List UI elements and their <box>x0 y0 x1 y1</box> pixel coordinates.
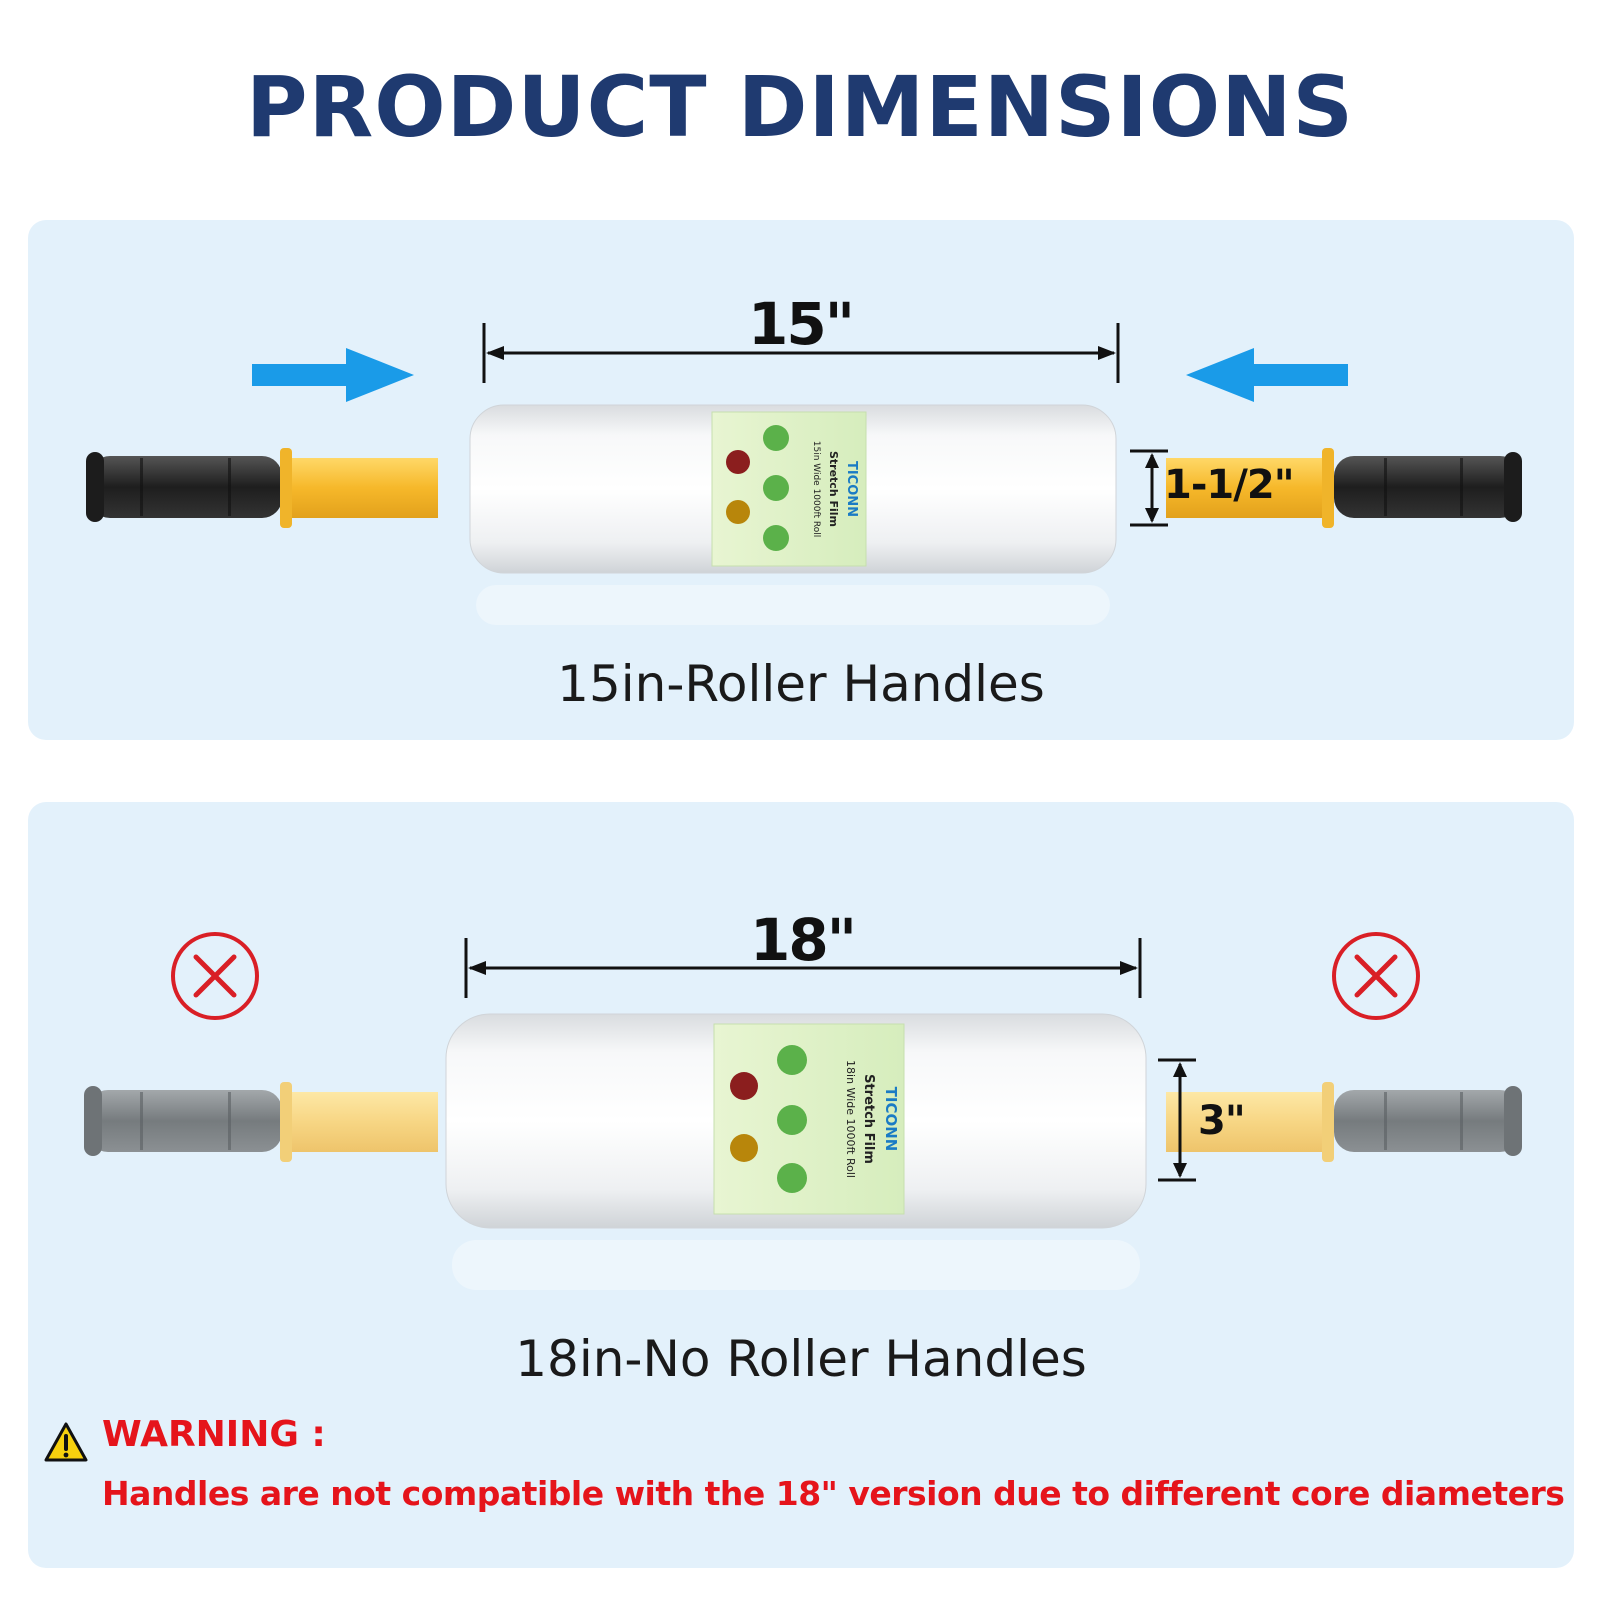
roll-label-spec: 18in Wide 1000ft Roll <box>844 1060 857 1178</box>
roll-label-brand: TICONN <box>844 461 859 517</box>
roll-label-brand: TICONN <box>882 1087 900 1152</box>
roll-label-product: Stretch Film <box>827 451 840 527</box>
roll-label-product: Stretch Film <box>861 1074 876 1164</box>
stretch-film-roll-18in <box>445 1013 1147 1290</box>
roll-label-18in: TICONN Stretch Film 18in Wide 1000ft Rol… <box>844 1060 900 1178</box>
caption-18in: 18in-No Roller Handles <box>515 1330 1087 1388</box>
stretch-film-roll-15in <box>469 404 1117 625</box>
roller-handle-right <box>1166 448 1522 528</box>
arrow-left-icon <box>1186 348 1348 402</box>
roller-handle-left-incompatible <box>84 1082 438 1162</box>
width-label-15in: 15" <box>748 290 855 358</box>
page-title: PRODUCT DIMENSIONS <box>246 58 1354 156</box>
x-circle-icon <box>171 932 259 1020</box>
warning-triangle-icon <box>44 1422 88 1462</box>
roller-handle-right-incompatible <box>1166 1082 1522 1162</box>
roll-label-spec: 15in Wide 1000ft Roll <box>811 441 821 538</box>
roll-label-15in: TICONN Stretch Film 15in Wide 1000ft Rol… <box>811 441 859 538</box>
core-label-1-1-2in: 1-1/2" <box>1164 462 1295 508</box>
core-label-3in: 3" <box>1198 1098 1246 1144</box>
width-dimension-line-15in <box>482 323 1120 383</box>
core-dimension-line-1-1-2in <box>1130 449 1168 527</box>
arrow-right-icon <box>252 348 414 402</box>
caption-15in: 15in-Roller Handles <box>557 655 1045 713</box>
width-dimension-line-18in <box>464 938 1142 998</box>
width-label-18in: 18" <box>750 906 857 974</box>
warning-title: WARNING : <box>102 1414 326 1455</box>
core-dimension-line-3in <box>1158 1058 1196 1182</box>
roller-handle-left <box>86 448 438 528</box>
warning-text: Handles are not compatible with the 18" … <box>102 1474 1565 1513</box>
x-circle-icon <box>1332 932 1420 1020</box>
